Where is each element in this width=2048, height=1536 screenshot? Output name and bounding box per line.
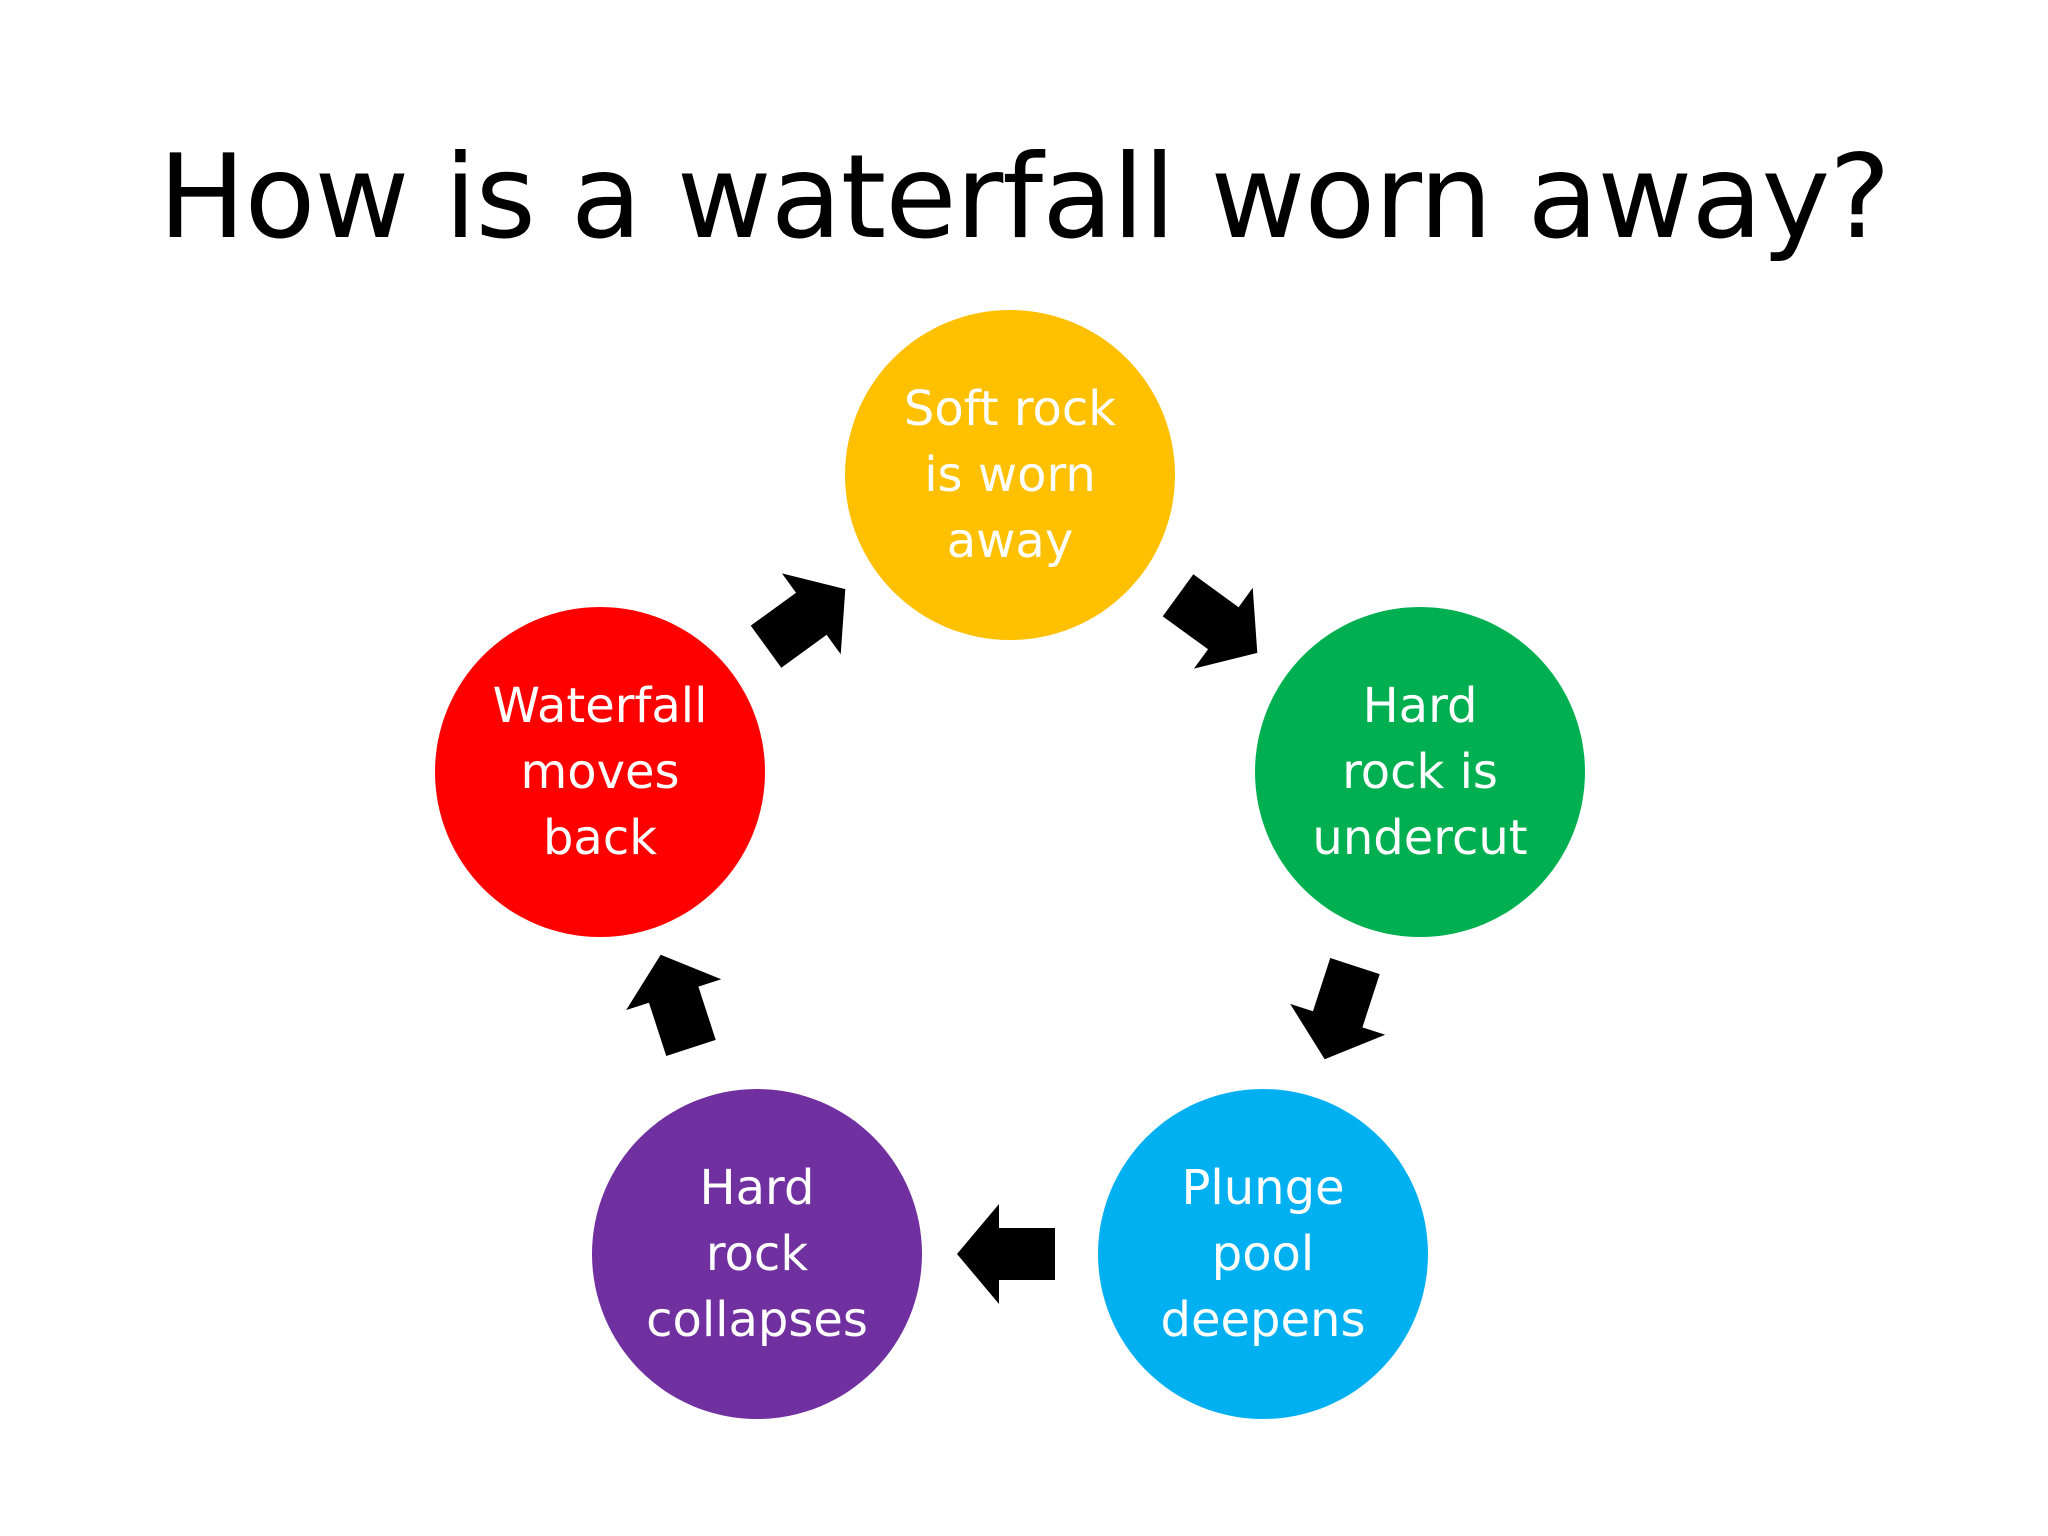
node-label-hard-rock-undercut: Hard rock is undercut xyxy=(1312,678,1528,866)
node-hard-rock-undercut: Hard rock is undercut xyxy=(1255,607,1585,937)
arrow-soft-rock-to-hard-rock-icon xyxy=(1162,574,1258,669)
node-label-waterfall-moves: Waterfall moves back xyxy=(492,678,708,866)
node-waterfall-moves: Waterfall moves back xyxy=(435,607,765,937)
node-plunge-pool: Plunge pool deepens xyxy=(1098,1089,1428,1419)
node-label-soft-rock: Soft rock is worn away xyxy=(903,381,1117,569)
arrow-moves-back-to-soft-rock-icon xyxy=(750,573,846,668)
arrow-collapses-to-moves-back-icon xyxy=(626,954,722,1056)
node-soft-rock: Soft rock is worn away xyxy=(845,310,1175,640)
slide-title: How is a waterfall worn away? xyxy=(158,130,1890,265)
node-hard-rock-collapses: Hard rock collapses xyxy=(592,1089,922,1419)
node-label-hard-rock-collapses: Hard rock collapses xyxy=(646,1160,868,1348)
node-label-plunge-pool: Plunge pool deepens xyxy=(1160,1160,1366,1348)
arrow-hard-rock-to-plunge-pool-icon xyxy=(1290,958,1386,1060)
arrow-plunge-pool-to-collapses-icon xyxy=(957,1204,1055,1304)
